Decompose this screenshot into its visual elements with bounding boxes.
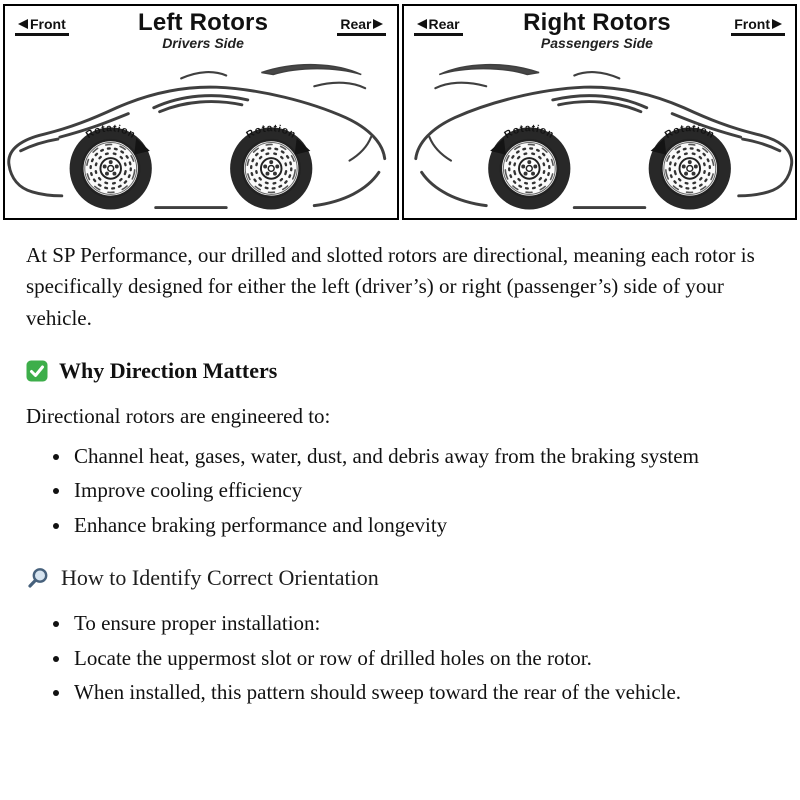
list-item: Improve cooling efficiency	[72, 475, 774, 507]
rotation-arrow-icon	[134, 138, 150, 155]
rotation-label: Rotation	[84, 123, 136, 141]
arrow-left-icon	[416, 19, 427, 29]
list-item: Enhance braking performance and longevit…	[72, 510, 774, 542]
svg-text:Rotation: Rotation	[663, 123, 716, 141]
front-direction-label: Front	[15, 16, 69, 36]
direction-text: Rear	[340, 16, 372, 32]
rotation-arrow-icon	[489, 138, 506, 155]
identify-heading-row: How to Identify Correct Orientation	[26, 561, 774, 594]
rotation-arrow-icon	[650, 138, 666, 155]
magnifier-icon	[26, 566, 50, 590]
why-direction-heading-row: Why Direction Matters	[26, 354, 774, 387]
left-panel-titles: Left Rotors Drivers Side	[138, 10, 268, 51]
page-root: Front Left Rotors Drivers Side Rear Rota…	[0, 0, 800, 733]
intro-paragraph: At SP Performance, our drilled and slott…	[26, 242, 755, 330]
panel-title: Right Rotors	[523, 9, 671, 36]
list-item: To ensure proper installation:	[72, 608, 774, 640]
rotor-diagram: Front Left Rotors Drivers Side Rear Rota…	[0, 0, 800, 220]
rear-direction-label: Rear	[337, 16, 387, 36]
panel-title: Left Rotors	[137, 9, 269, 36]
rear-direction-label: Rear	[413, 16, 463, 36]
identify-list: To ensure proper installation: Locate th…	[26, 608, 774, 709]
svg-text:Rotation: Rotation	[502, 123, 555, 141]
front-direction-label: Front	[731, 16, 785, 36]
arrow-right-icon	[373, 19, 384, 29]
list-item: Channel heat, gases, water, dust, and de…	[72, 441, 774, 473]
rotation-label: Rotation	[502, 123, 554, 141]
rotation-arrow-icon	[294, 138, 311, 155]
check-icon	[26, 360, 48, 382]
svg-text:Rotation: Rotation	[245, 123, 298, 141]
left-rotors-panel: Front Left Rotors Drivers Side Rear Rota…	[3, 4, 399, 220]
left-car-illustration: Rotation Rotation	[5, 51, 397, 217]
arrow-left-icon	[18, 19, 28, 29]
right-car-illustration: Rotation Rotation	[404, 51, 796, 217]
why-direction-lead: Directional rotors are engineered to:	[26, 404, 331, 429]
direction-text: Rear	[428, 16, 460, 32]
direction-text: Front	[30, 16, 66, 32]
rotation-label: Rotation	[663, 123, 715, 141]
panel-subtitle: Drivers Side	[162, 35, 244, 52]
why-direction-heading: Why Direction Matters	[59, 358, 278, 384]
right-rotors-panel: Rear Right Rotors Passengers Side Front …	[401, 4, 797, 220]
list-item: When installed, this pattern should swee…	[72, 677, 774, 709]
rotation-label: Rotation	[245, 123, 297, 141]
article-body: At SP Performance, our drilled and slott…	[0, 220, 800, 733]
right-panel-titles: Right Rotors Passengers Side	[523, 10, 671, 51]
list-item: Locate the uppermost slot or row of dril…	[72, 643, 774, 675]
arrow-right-icon	[772, 19, 782, 29]
why-direction-list: Channel heat, gases, water, dust, and de…	[26, 441, 774, 542]
identify-heading: How to Identify Correct Orientation	[61, 565, 379, 591]
svg-text:Rotation: Rotation	[84, 123, 137, 141]
left-panel-header: Front Left Rotors Drivers Side Rear	[5, 6, 397, 51]
right-panel-header: Rear Right Rotors Passengers Side Front	[404, 6, 796, 51]
panel-subtitle: Passengers Side	[540, 35, 653, 52]
direction-text: Front	[734, 16, 770, 32]
